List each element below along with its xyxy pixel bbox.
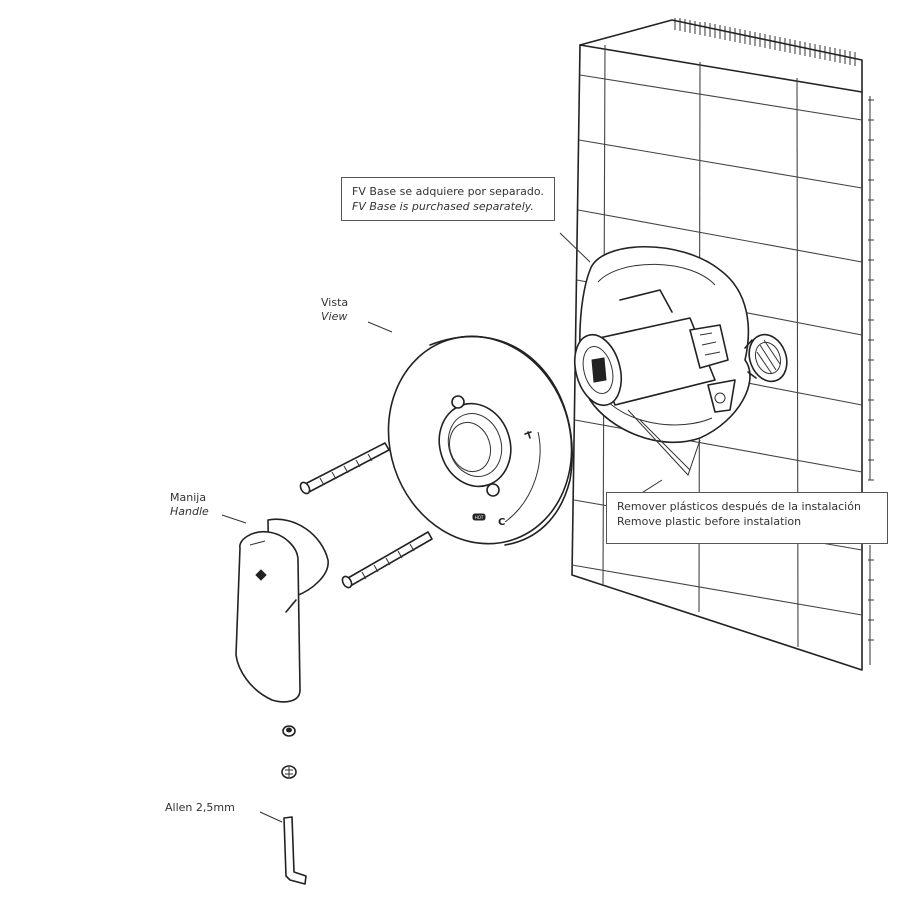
allen-wrench [283, 816, 307, 885]
manija-label-en: Handle [170, 505, 209, 518]
lever-handle [235, 518, 329, 703]
mounting-screw-upper [299, 442, 390, 495]
fv-base-valve [573, 246, 788, 476]
plate-mark-hot: HOT [475, 515, 484, 520]
manija-label: Manija Handle [170, 491, 209, 519]
fv-base-callout-en: FV Base is purchased separately. [352, 200, 534, 213]
screw-cap [281, 765, 297, 779]
vista-label-en: View [321, 310, 348, 323]
plate-mark-cold: C [498, 517, 505, 528]
remove-plastic-en: Remove plastic before instalation [617, 515, 802, 528]
set-screw [282, 725, 296, 737]
escutcheon-plate: HOT C [387, 335, 573, 546]
remove-plastic-callout: Remover plásticos después de la instalac… [606, 492, 888, 544]
vista-label: Vista View [321, 296, 348, 324]
mounting-screw-lower [341, 531, 433, 589]
wall-edge-hatch [579, 18, 874, 665]
manija-label-es: Manija [170, 491, 207, 504]
hot-mark: HOT [472, 513, 486, 521]
vista-label-es: Vista [321, 296, 349, 309]
allen-label: Allen 2,5mm [165, 801, 235, 814]
fv-base-callout: FV Base se adquiere por separado. FV Bas… [341, 177, 555, 221]
remove-plastic-es: Remover plásticos después de la instalac… [617, 500, 861, 513]
fv-base-callout-es: FV Base se adquiere por separado. [352, 185, 544, 198]
